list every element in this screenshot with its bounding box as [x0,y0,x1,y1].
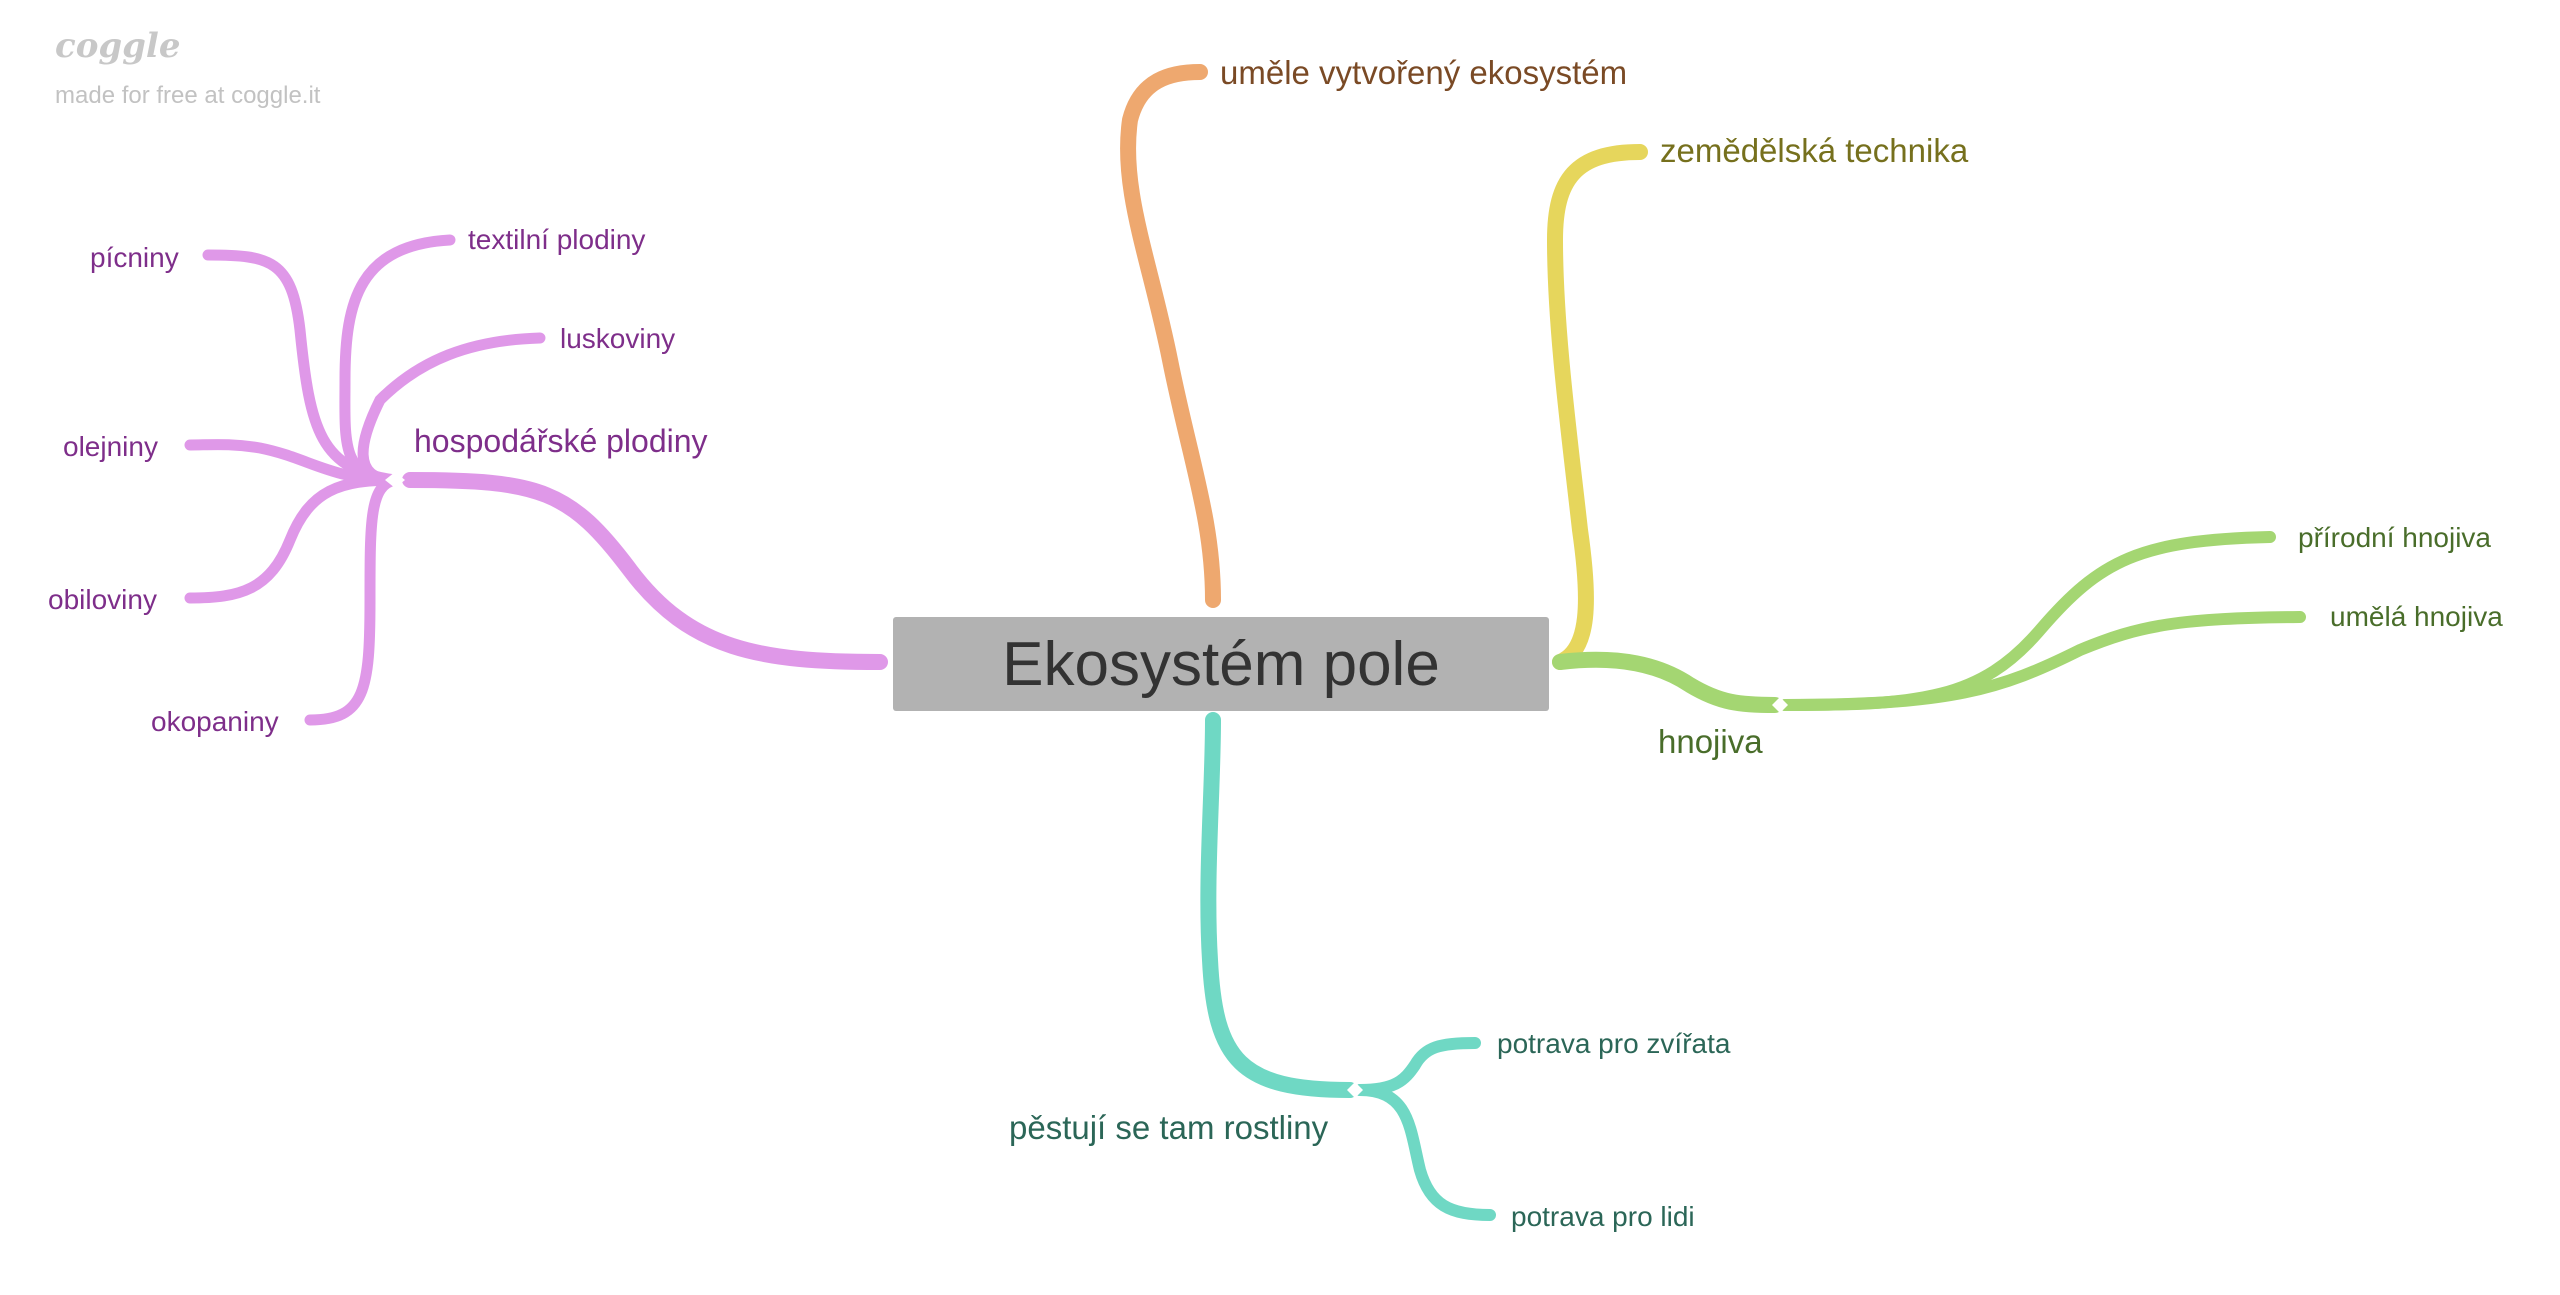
joint-crops [385,472,405,488]
connector-okopaniny [304,474,401,726]
node-luskoviny[interactable]: luskoviny [560,323,676,354]
node-obiloviny[interactable]: obiloviny [48,584,157,615]
node-textilni-plodiny[interactable]: textilní plodiny [468,224,646,255]
branch-line-plants [1200,712,1358,1098]
branch-line-artificial [1120,64,1221,608]
connector-umela-hnojiva [1779,611,2306,711]
connector-picniny [202,249,401,486]
joint-fertilizers [1772,697,1788,713]
node-picniny[interactable]: pícniny [90,242,179,273]
connector-obiloviny [184,474,401,604]
coggle-tagline: made for free at coggle.it [55,82,321,109]
branch-line-machinery [1546,144,1648,670]
coggle-logo: coggle [55,26,181,66]
node-okopaniny[interactable]: okopaniny [151,706,279,737]
joint-plants [1347,1082,1363,1098]
node-umela-hnojiva[interactable]: umělá hnojiva [2330,601,2503,632]
node-hospodarske-plodiny[interactable]: hospodářské plodiny [414,423,708,459]
branch-line-crops [402,472,888,670]
node-pestuji-se-tam-rostliny[interactable]: pěstují se tam rostliny [1009,1109,1329,1146]
connector-luskoviny [357,332,546,486]
branch-line-fertilizers [1552,651,1783,713]
connector-textilni-plodiny [339,234,456,486]
connector-potrava-lidi [1354,1084,1496,1221]
node-potrava-pro-zvirata[interactable]: potrava pro zvířata [1497,1028,1731,1059]
root-node-label: Ekosystém pole [1002,629,1440,699]
connector-olejniny [184,439,401,486]
node-olejniny[interactable]: olejniny [63,431,158,462]
node-zemedelska-technika[interactable]: zemědělská technika [1660,132,1969,169]
node-potrava-pro-lidi[interactable]: potrava pro lidi [1511,1201,1695,1232]
node-prirodni-hnojiva[interactable]: přírodní hnojiva [2298,522,2492,553]
node-hnojiva[interactable]: hnojiva [1658,723,1763,760]
connector-potrava-zvirata [1354,1037,1481,1096]
node-umele-vytvoreny-ekosystem[interactable]: uměle vytvořený ekosystém [1220,54,1628,91]
root-node[interactable]: Ekosystém pole [893,617,1549,711]
